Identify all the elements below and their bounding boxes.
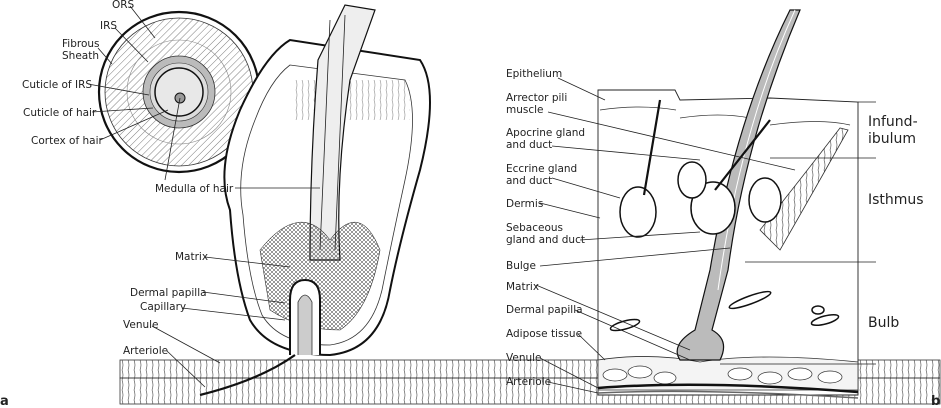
label-arteriole-a: Arteriole	[123, 345, 168, 357]
label-dermal-papilla-b: Dermal papilla	[506, 304, 583, 316]
label-apocrine-2: and duct	[506, 139, 552, 151]
label-arrector-pili-2: muscle	[506, 104, 544, 116]
panel-a-leader-lines	[87, 5, 320, 388]
panel-b-labels: Epithelium Arrector pili muscle Apocrine…	[506, 68, 940, 408]
label-dermal-papilla-a: Dermal papilla	[130, 287, 207, 299]
panel-a-labels: ORS IRS Fibrous Sheath Cuticle of IRS Cu…	[0, 0, 234, 408]
region-infundibulum: Infund-	[868, 114, 918, 130]
label-medulla-hair: Medulla of hair	[155, 183, 234, 195]
label-fibrous-sheath-2: Sheath	[62, 50, 99, 62]
skin-section-diagram	[597, 9, 876, 399]
label-fibrous-sheath: Fibrous	[62, 38, 100, 50]
label-cuticle-hair: Cuticle of hair	[23, 107, 97, 119]
label-cortex-hair: Cortex of hair	[31, 135, 103, 147]
label-bulge: Bulge	[506, 260, 536, 272]
label-venule-a: Venule	[123, 319, 159, 331]
label-adipose: Adipose tissue	[506, 328, 582, 340]
region-isthmus: Isthmus	[868, 192, 924, 208]
label-venule-b: Venule	[506, 352, 542, 364]
label-arrector-pili: Arrector pili	[506, 92, 567, 104]
label-apocrine: Apocrine gland	[506, 127, 585, 139]
panel-letter-b: b	[931, 394, 940, 408]
label-capillary: Capillary	[140, 301, 186, 313]
panel-b-leader-lines	[535, 77, 796, 394]
cross-section-diagram	[97, 10, 261, 174]
label-sebaceous-2: gland and duct	[506, 234, 585, 246]
label-eccrine-2: and duct	[506, 175, 552, 187]
panel-letter-a: a	[0, 394, 9, 408]
label-eccrine: Eccrine gland	[506, 163, 577, 175]
label-arteriole-b: Arteriole	[506, 376, 551, 388]
label-ors: ORS	[112, 0, 135, 11]
label-sebaceous: Sebaceous	[506, 222, 563, 234]
region-infundibulum-2: ibulum	[868, 131, 916, 147]
label-irs: IRS	[100, 20, 117, 32]
label-epithelium: Epithelium	[506, 68, 562, 80]
label-matrix-a: Matrix	[175, 251, 208, 263]
label-matrix-b: Matrix	[506, 281, 539, 293]
region-bulb: Bulb	[868, 315, 899, 331]
label-cuticle-irs: Cuticle of IRS	[22, 79, 92, 91]
label-dermis: Dermis	[506, 198, 543, 210]
